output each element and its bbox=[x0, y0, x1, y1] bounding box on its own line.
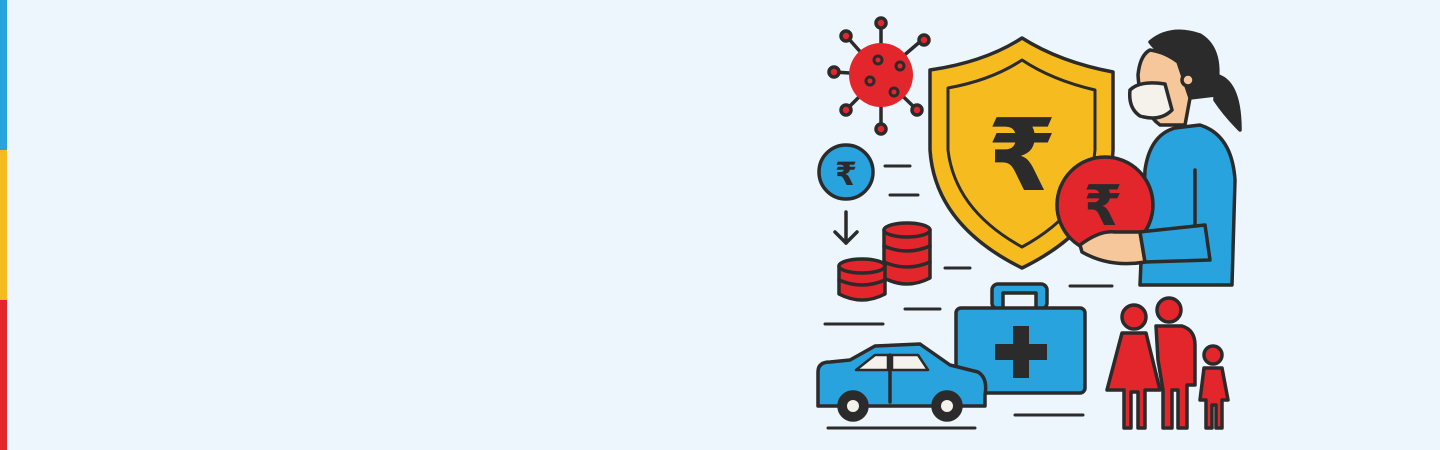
accent-stripe-yellow bbox=[0, 150, 7, 300]
rupee-symbol: ₹ bbox=[987, 97, 1057, 214]
virus-icon bbox=[827, 16, 931, 136]
coin-icon: ₹ bbox=[1055, 155, 1212, 266]
coin-icon: ₹ bbox=[817, 143, 875, 201]
family-icon bbox=[1105, 296, 1230, 430]
accent-stripe-red bbox=[0, 300, 7, 450]
accent-stripe-blue bbox=[0, 0, 7, 150]
car-icon bbox=[816, 342, 988, 422]
rupee-symbol: ₹ bbox=[1084, 174, 1123, 239]
decorative-lines bbox=[823, 164, 1114, 430]
medical-kit-icon bbox=[954, 282, 1087, 395]
arrow-down-icon bbox=[833, 210, 859, 245]
rupee-symbol: ₹ bbox=[835, 155, 857, 193]
coin-stack-icon bbox=[837, 221, 932, 302]
